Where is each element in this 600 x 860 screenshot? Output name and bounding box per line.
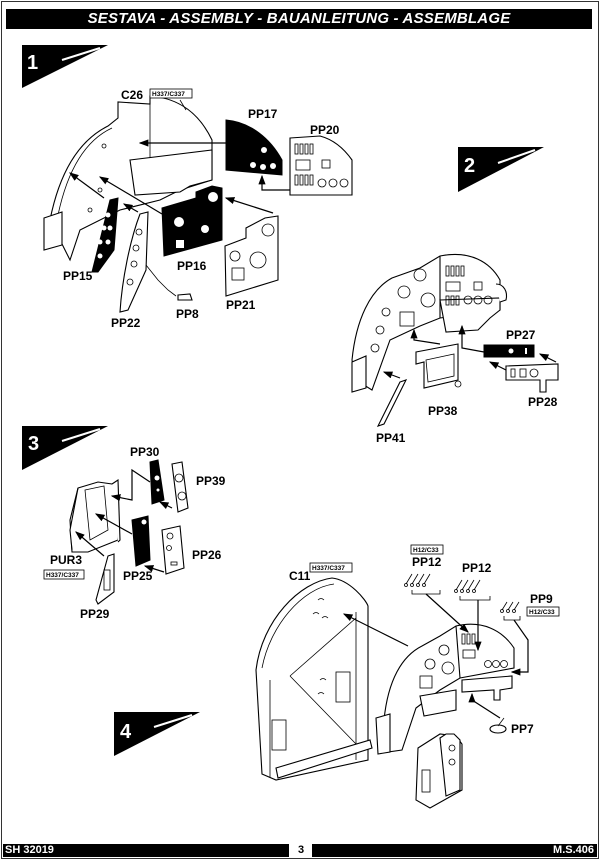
part-pur3-drawing bbox=[69, 478, 121, 553]
part-pp29-drawing bbox=[95, 553, 115, 605]
part-label-pp15: PP15 bbox=[63, 269, 93, 283]
part-pp38-drawing bbox=[415, 343, 462, 389]
material-code-pp12: H12/C33 bbox=[410, 544, 444, 555]
material-code-c26: H337/C337 bbox=[149, 88, 193, 99]
step-4-badge: 4 bbox=[114, 712, 200, 756]
step-3: 3 PUR3 H337/C337 PP30 PP39 bbox=[22, 426, 226, 621]
part-pp12-levers-a-drawing bbox=[404, 573, 431, 587]
part-label-pp20: PP20 bbox=[310, 123, 340, 137]
part-pp8-drawing bbox=[145, 264, 193, 301]
step-1: 1 C26 H337/C337 PP17 bbox=[22, 45, 353, 330]
step-2-badge: 2 bbox=[458, 147, 544, 192]
step-number: 2 bbox=[464, 155, 475, 177]
kit-number: SH 32019 bbox=[3, 844, 289, 857]
model-name: M.S.406 bbox=[312, 844, 597, 857]
part-pp17-drawing bbox=[225, 119, 283, 176]
svg-text:H337/C337: H337/C337 bbox=[152, 91, 185, 98]
part-pp21-drawing bbox=[224, 215, 279, 297]
svg-text:H12/C33: H12/C33 bbox=[413, 547, 439, 554]
part-pp27-drawing bbox=[483, 344, 535, 358]
assembled-panel-drawing bbox=[351, 253, 508, 393]
part-label-pp22: PP22 bbox=[111, 316, 141, 330]
svg-text:H337/C337: H337/C337 bbox=[46, 572, 79, 579]
part-label-pp21: PP21 bbox=[226, 298, 256, 312]
part-label-pp17: PP17 bbox=[248, 107, 278, 121]
part-pp28-drawing bbox=[505, 363, 559, 393]
part-label-pp8: PP8 bbox=[176, 307, 199, 321]
step-number: 3 bbox=[28, 433, 39, 455]
part-label-pp9: PP9 bbox=[530, 592, 553, 606]
part-c26-drawing bbox=[43, 95, 213, 262]
part-pp16-drawing bbox=[161, 185, 223, 257]
part-label-pp12-second: PP12 bbox=[462, 561, 492, 575]
step-4: 4 C11 H337/C337 bbox=[114, 544, 560, 809]
part-label-pp25: PP25 bbox=[123, 569, 153, 583]
svg-text:H12/C33: H12/C33 bbox=[529, 609, 555, 616]
part-label-pp28: PP28 bbox=[528, 395, 558, 409]
part-label-pur3: PUR3 bbox=[50, 553, 82, 567]
step-2: 2 bbox=[351, 147, 559, 445]
part-label-pp27: PP27 bbox=[506, 328, 536, 342]
step-3-badge: 3 bbox=[22, 426, 108, 470]
part-pp12-levers-b-drawing bbox=[454, 579, 481, 593]
step-number: 1 bbox=[27, 52, 38, 74]
step-1-badge: 1 bbox=[22, 45, 108, 88]
part-label-pp30: PP30 bbox=[130, 445, 160, 459]
material-code-c11: H337/C337 bbox=[309, 562, 353, 573]
part-label-pp39: PP39 bbox=[196, 474, 226, 488]
step-number: 4 bbox=[120, 721, 132, 743]
material-code-pur3: H337/C337 bbox=[43, 569, 85, 580]
part-pp7-drawing bbox=[489, 717, 507, 734]
part-label-pp7: PP7 bbox=[511, 722, 534, 736]
material-code-pp9: H12/C33 bbox=[526, 606, 560, 617]
page-number: 3 bbox=[297, 844, 305, 856]
part-c11-drawing bbox=[255, 577, 373, 781]
part-pp22-drawing bbox=[119, 211, 149, 313]
part-label-pp38: PP38 bbox=[428, 404, 458, 418]
part-label-pp16: PP16 bbox=[177, 259, 207, 273]
part-pp15-drawing bbox=[91, 197, 119, 273]
svg-text:H337/C337: H337/C337 bbox=[312, 565, 345, 572]
part-pp41-drawing bbox=[376, 379, 408, 427]
part-label-c11: C11 bbox=[289, 569, 311, 583]
part-label-pp26: PP26 bbox=[192, 548, 222, 562]
part-pp25-drawing bbox=[131, 515, 151, 567]
part-pp26-drawing bbox=[161, 525, 185, 575]
part-label-pp12: PP12 bbox=[412, 555, 442, 569]
part-label-pp29: PP29 bbox=[80, 607, 110, 621]
assembled-panel-step4-drawing bbox=[375, 623, 515, 755]
part-pp30-drawing bbox=[149, 459, 165, 505]
part-label-c26: C26 bbox=[121, 88, 143, 102]
part-pp9-levers-drawing bbox=[500, 601, 520, 613]
part-pp20-drawing bbox=[289, 135, 353, 196]
part-label-pp41: PP41 bbox=[376, 431, 406, 445]
pedestal-step4-drawing bbox=[415, 733, 463, 809]
part-pp39-drawing bbox=[171, 461, 189, 513]
page-title: SESTAVA - ASSEMBLY - BAUANLEITUNG - ASSE… bbox=[6, 9, 592, 29]
